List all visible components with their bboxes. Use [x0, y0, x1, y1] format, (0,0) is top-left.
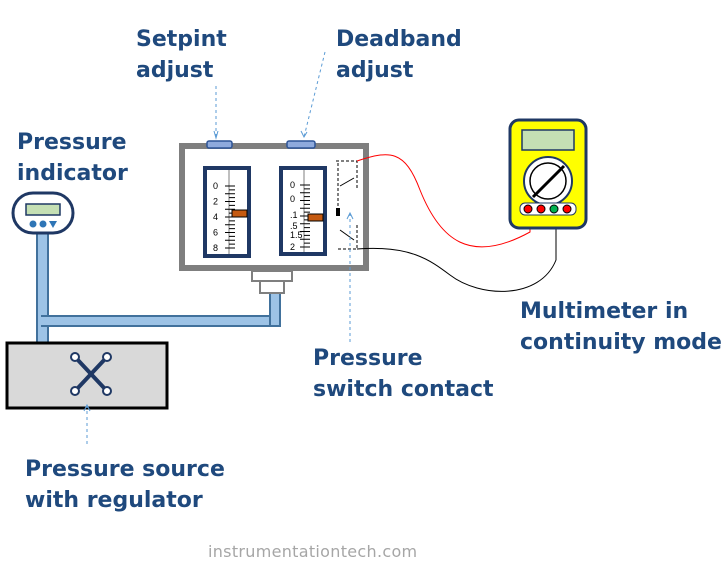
deadband-scale-tick-label: .5	[290, 221, 298, 231]
deadband-scale-tick-label: 1.5	[290, 230, 303, 240]
deadband-knob	[286, 140, 316, 149]
deadband-scale: 0 0 .1.51.5 2	[279, 166, 327, 256]
regulator-valve-icon	[74, 356, 108, 392]
setpoint-scale-tick-label: 0	[213, 181, 218, 191]
pressure-indicator-gauge	[11, 191, 75, 235]
setpoint-scale: 0 2 4 6 8	[203, 166, 251, 258]
callout-lines	[83, 51, 354, 445]
deadband-scale-tick-label: 2	[290, 242, 295, 252]
setpoint-scale-tick-label: 6	[213, 228, 218, 238]
setpoint-scale-tick-label: 2	[213, 197, 218, 207]
black-test-lead	[356, 222, 557, 292]
pressure-source-box	[5, 341, 169, 410]
deadband-pointer	[307, 213, 324, 222]
multimeter-display	[521, 129, 575, 151]
deadband-scale-tick-label: 0	[290, 194, 295, 204]
setpoint-scale-tick-label: 4	[213, 212, 218, 222]
multimeter	[508, 118, 588, 230]
watermark: instrumentationtech.com	[208, 542, 418, 561]
setpoint-scale-tick-label: 8	[213, 243, 218, 253]
process-connection	[251, 270, 293, 282]
deadband-scale-tick-label: .1	[290, 210, 298, 220]
deadband-scale-tick-label: 0	[290, 180, 295, 190]
setpoint-knob	[206, 140, 233, 149]
setpoint-pointer	[231, 209, 248, 218]
red-test-lead	[356, 154, 531, 248]
